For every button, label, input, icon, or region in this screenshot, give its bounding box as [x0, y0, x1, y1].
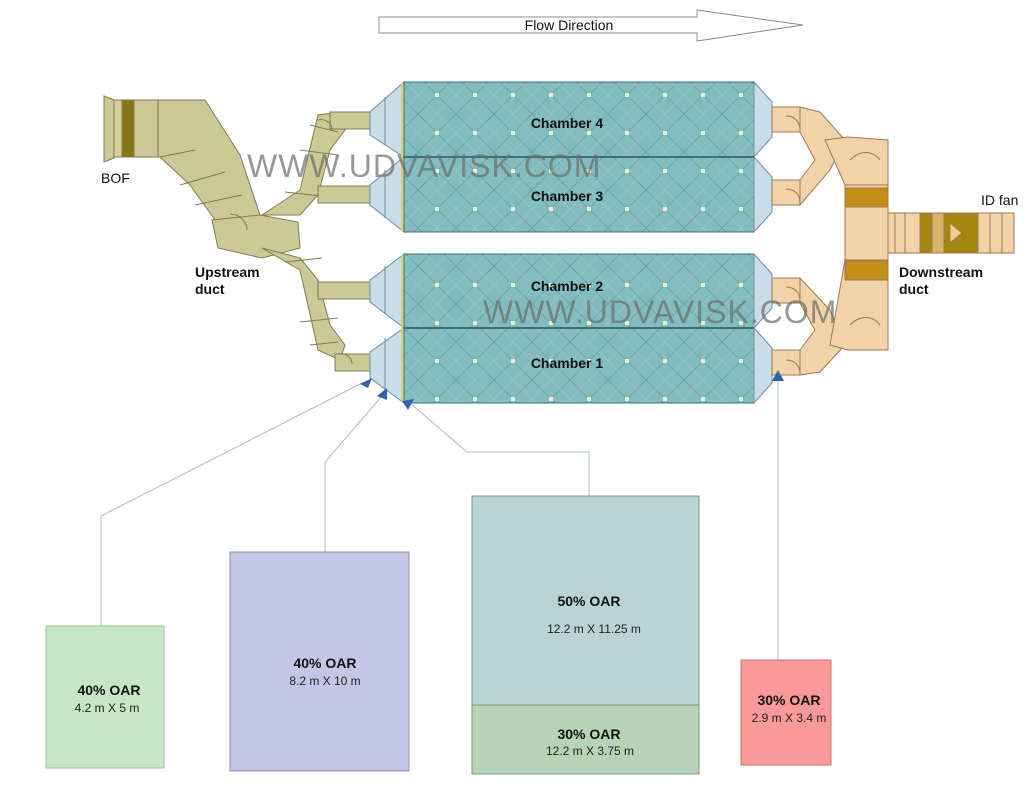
pointer-arrow-1	[360, 378, 372, 388]
chamber-3-label: Chamber 3	[531, 188, 604, 204]
oar-box-1-title: 40% OAR	[77, 682, 140, 698]
oar-box-1-rect	[45, 625, 165, 769]
oar-box-2-dims: 8.2 m X 10 m	[289, 674, 360, 688]
oar-box-1-dims: 4.2 m X 5 m	[75, 701, 140, 715]
chamber-1-label: Chamber 1	[531, 355, 604, 371]
oar-box-2-title: 40% OAR	[293, 655, 356, 671]
oar-box-4-title: 30% OAR	[557, 726, 620, 742]
oar-box-3-title: 50% OAR	[557, 593, 620, 609]
pointer-arrow-2	[377, 388, 387, 400]
bof-inlet	[103, 95, 115, 163]
chamber-2-label: Chamber 2	[531, 278, 604, 294]
watermark-bottom: WWW.UDVAVISK.COM	[483, 294, 837, 330]
id-fan	[919, 212, 979, 254]
upstream-duct	[103, 95, 371, 372]
oar-box-5-dims: 2.9 m X 3.4 m	[752, 711, 827, 725]
oar-box-4-dims: 12.2 m X 3.75 m	[546, 744, 634, 758]
oar-box-3-dims: 12.2 m X 11.25 m	[547, 622, 641, 636]
bof-label: BOF	[101, 170, 130, 186]
downstream-duct-label-line2: duct	[899, 281, 929, 297]
oar-box-4: 30% OAR 12.2 m X 3.75 m	[471, 704, 700, 775]
oar-box-3: 50% OAR 12.2 m X 11.25 m	[471, 495, 700, 706]
outlet-hoods	[753, 80, 773, 405]
oar-box-5-rect	[740, 659, 832, 766]
oar-box-1: 40% OAR 4.2 m X 5 m	[45, 625, 165, 769]
id-fan-label: ID fan	[981, 192, 1018, 208]
downstream-damper-lower	[844, 260, 889, 281]
oar-box-2-rect	[229, 551, 410, 772]
pointer-arrow-3	[402, 399, 414, 410]
flow-direction-arrow: Flow Direction	[378, 9, 804, 42]
downstream-duct	[771, 106, 1015, 376]
oar-box-2: 40% OAR 8.2 m X 10 m	[229, 551, 410, 772]
oar-box-5-title: 30% OAR	[757, 692, 820, 708]
oar-box-5: 30% OAR 2.9 m X 3.4 m	[740, 659, 832, 766]
oar-box-3-rect	[471, 495, 700, 706]
downstream-damper-upper	[844, 187, 889, 208]
upstream-duct-label-line1: Upstream	[195, 264, 260, 280]
upstream-duct-label-line2: duct	[195, 281, 225, 297]
watermark-top: WWW.UDVAVISK.COM	[247, 148, 601, 184]
pointer-arrow-4	[772, 370, 784, 381]
flow-direction-label: Flow Direction	[525, 17, 614, 33]
leader-lines	[100, 370, 784, 660]
chamber-4-label: Chamber 4	[531, 115, 604, 131]
oar-box-4-rect	[471, 704, 700, 775]
downstream-duct-label-line1: Downstream	[899, 264, 983, 280]
inlet-hoods	[369, 80, 405, 404]
chambers-group: Chamber 4 Chamber 3 Chamber 2 Chamber 1	[403, 81, 755, 404]
